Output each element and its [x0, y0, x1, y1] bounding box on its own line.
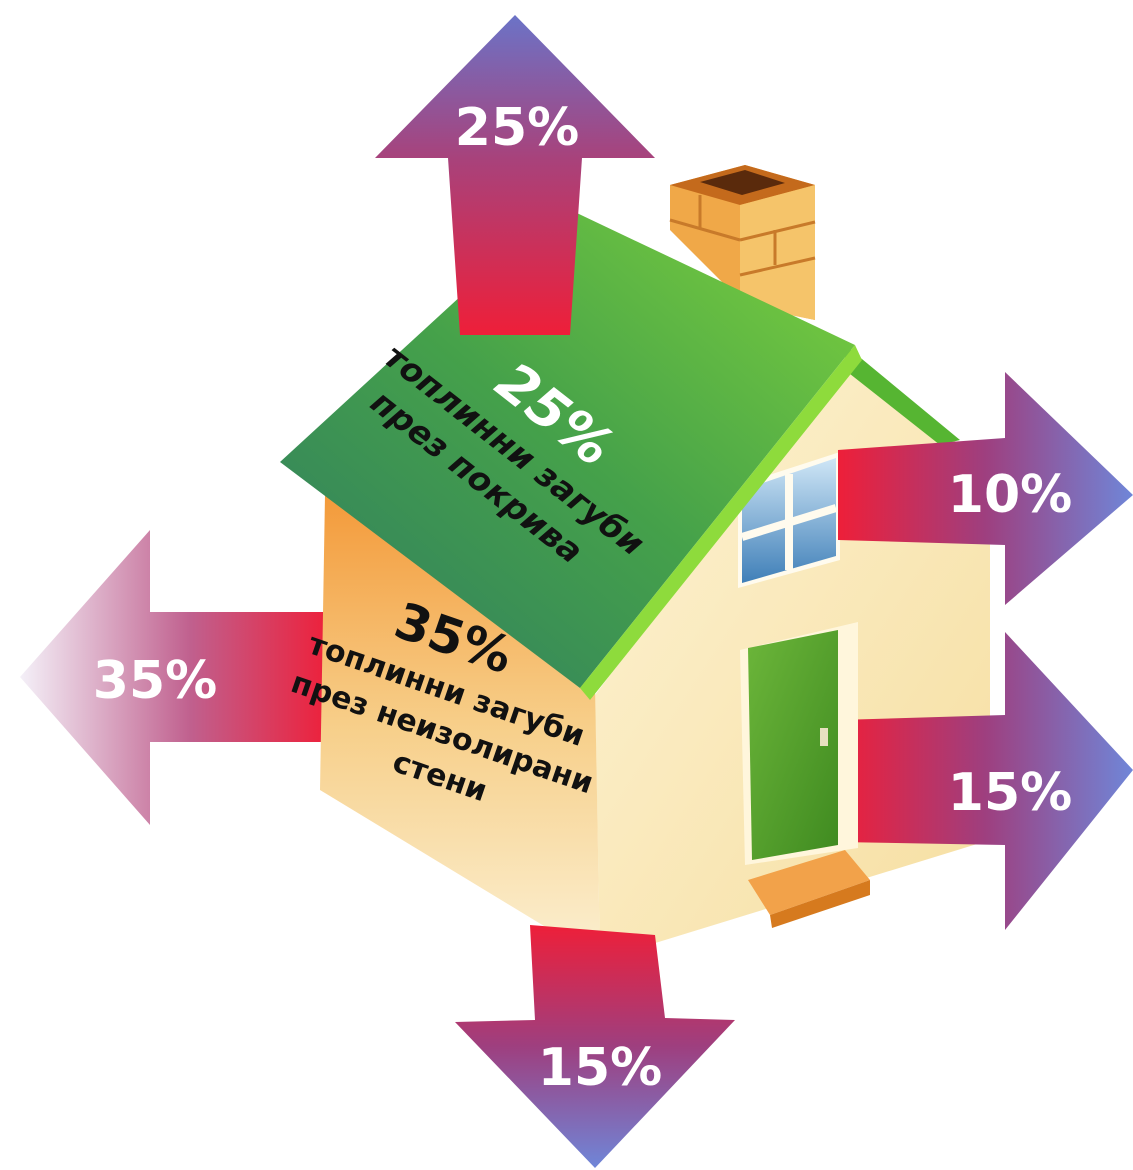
door — [740, 622, 870, 928]
roof: 25% топлинни загуби през покрива — [280, 205, 862, 700]
arrow-left-label: 35% — [93, 651, 217, 711]
arrow-right-upper-10: 10% — [838, 372, 1133, 605]
door-panel — [748, 630, 838, 860]
roof-slope — [280, 205, 855, 688]
arrow-right-lower-shape — [838, 632, 1133, 930]
chimney-side — [740, 185, 815, 320]
arrow-right-lower-15: 15% — [838, 632, 1133, 930]
window-transom — [740, 504, 838, 541]
door-handle — [820, 728, 828, 746]
arrow-right-lower-label: 15% — [948, 763, 1072, 823]
chimney — [669, 165, 816, 320]
roof-edge — [580, 345, 862, 700]
arrow-bottom-label: 15% — [538, 1038, 662, 1098]
window — [738, 452, 840, 588]
chimney-opening — [700, 170, 785, 195]
arrow-top-shape — [375, 15, 655, 335]
arrow-top-25: 25% — [375, 15, 655, 335]
door-step-front — [770, 880, 870, 928]
roof-back-edge — [845, 345, 960, 445]
arrow-left-35: 35% — [20, 530, 330, 825]
door-step-top — [748, 850, 870, 915]
chimney-bricks — [669, 195, 816, 277]
arrow-right-upper-label: 10% — [948, 465, 1072, 525]
side-wall-shape — [320, 495, 600, 960]
arrow-top-label: 25% — [455, 98, 579, 158]
arrow-bottom-15: 15% — [455, 925, 735, 1168]
arrow-bottom-shape — [455, 925, 735, 1168]
arrow-right-upper-shape — [838, 372, 1133, 605]
arrow-left-shape — [20, 530, 330, 825]
